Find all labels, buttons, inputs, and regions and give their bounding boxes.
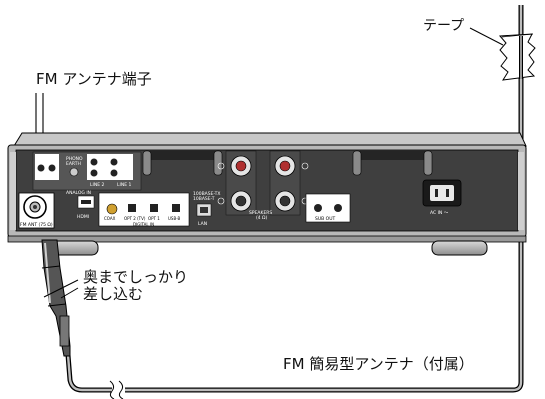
tape-label: テープ <box>423 18 465 34</box>
phono-earth-label-2: EARTH <box>66 161 81 167</box>
lan-label: LAN <box>198 221 207 227</box>
line1-label: LINE 1 <box>117 182 131 188</box>
device-rear-panel: PHONO EARTH LINE 2 LINE 1 ANALOG IN FM A… <box>7 132 527 256</box>
hdmi-label: HDMI <box>77 214 89 220</box>
speakers-impedance-label: (4 Ω) <box>256 215 267 221</box>
lan-speed-label: 100BASE-TX <box>193 191 221 197</box>
sub-out-label: SUB OUT <box>315 216 336 222</box>
fm-terminal-highlight-ring <box>23 195 47 219</box>
digital-in-label: DIGITAL IN <box>133 222 154 227</box>
usb-b-label: USB-B <box>168 216 181 221</box>
speakers-label: SPEAKERS <box>249 210 272 216</box>
insert-leader <box>43 279 79 298</box>
opt1-label: OPT 1 <box>148 216 160 221</box>
ac-in-label: AC IN ～ <box>430 210 449 216</box>
fm-terminal-label: FM アンテナ端子 <box>36 70 152 88</box>
fm-ant-panel-label: FM ANT (75 Ω) <box>20 222 53 228</box>
antenna-cable <box>65 354 112 393</box>
analog-in-label: ANALOG IN <box>66 190 91 196</box>
wire-break-icon <box>109 380 125 399</box>
fm-antenna-label: FM 簡易型アンテナ（付属） <box>283 355 474 373</box>
opt2-label: OPT 2 (TV) <box>124 216 146 221</box>
insert-fully-label: 奥までしっかり 差し込む <box>83 268 189 304</box>
insert-fully-line-1: 奥までしっかり <box>83 268 189 286</box>
coax-label: COAX <box>104 216 116 221</box>
insert-fully-line-2: 差し込む <box>83 285 144 304</box>
fm-antenna-plug <box>41 239 71 357</box>
line2-label: LINE 2 <box>90 182 104 188</box>
phono-earth-label: PHONO <box>66 156 83 162</box>
tape-icon <box>498 33 536 81</box>
lan-speed-label-2: 10BASE-T <box>193 196 215 202</box>
tape-leader <box>469 27 504 46</box>
